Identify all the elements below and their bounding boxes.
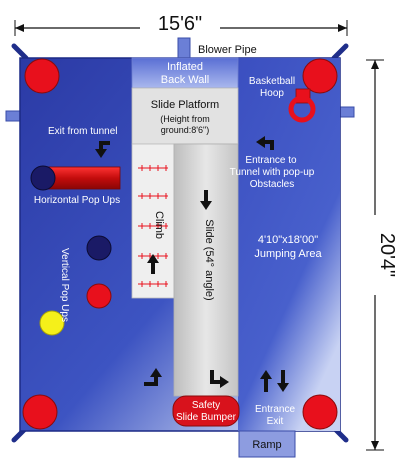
blower-pipe: [177, 37, 191, 59]
slide-down-arrow: [200, 190, 212, 210]
platform-height-label-2: ground:8'6"): [161, 125, 209, 135]
ramp-label: Ramp: [252, 439, 281, 451]
entrance-tunnel-label-3: Obstacles: [250, 179, 294, 190]
safety-bumper-label-2: Slide Bumper: [176, 412, 237, 423]
horizontal-pop-up-tube: [44, 166, 121, 190]
climb-rungs: [138, 167, 168, 285]
blower-pipe-label: Blower Pipe: [198, 44, 257, 56]
slide-platform-label: Slide Platform: [151, 99, 219, 111]
jumping-area: [238, 58, 340, 431]
left-side-tube: [5, 110, 21, 122]
exit-label: Exit: [267, 416, 284, 427]
climb-rung-steps: [141, 165, 167, 287]
entrance-tunnel-label-2: Tunnel with pop-up: [230, 167, 315, 178]
vertical-pop-up-red: [86, 283, 112, 309]
horizontal-pop-ups-label: Horizontal Pop Ups: [34, 195, 120, 206]
back-wall-label-2: Back Wall: [161, 74, 210, 86]
jumping-area-label: Jumping Area: [254, 248, 322, 260]
height-dimension: 20'4": [364, 59, 398, 451]
safety-bumper-label-1: Safety: [192, 400, 220, 411]
corner-pillar-top-left: [24, 58, 60, 94]
height-label: 20'4": [376, 233, 398, 277]
platform-height-label-1: (Height from: [160, 114, 210, 124]
back-wall-label-1: Inflated: [167, 61, 203, 73]
corner-pillar-bottom-right: [302, 394, 338, 430]
exit-down-arrow: [277, 370, 289, 392]
slide: [173, 143, 239, 397]
exit-from-tunnel-label: Exit from tunnel: [48, 126, 117, 137]
entrance-up-arrow: [260, 370, 272, 392]
corner-pillar-bottom-left: [22, 394, 58, 430]
entrance-tunnel-arrow: [256, 136, 274, 150]
entrance-label: Entrance: [255, 404, 295, 415]
basketball-hoop-label-1: Basketball: [249, 76, 295, 87]
slide-exit-arrow: [210, 370, 229, 388]
climb-up-arrow: [147, 254, 159, 274]
width-dimension: 15'6": [14, 13, 348, 36]
vertical-pop-ups-label: Vertical Pop Ups: [59, 248, 70, 322]
vertical-pop-up-yellow: [39, 310, 65, 336]
basketball-hoop-label-2: Hoop: [260, 88, 284, 99]
climb-label: Climb: [153, 211, 165, 239]
horizontal-pop-up-end: [30, 165, 56, 191]
right-side-tube: [339, 106, 355, 118]
basketball-hoop-icon: [288, 88, 316, 123]
exit-tunnel-arrow: [95, 141, 110, 158]
safety-slide-bumper: [172, 395, 240, 427]
slide-label: Slide (54° angle): [203, 219, 215, 300]
floor-turn-arrow: [144, 368, 162, 386]
corner-pillar-top-right: [302, 58, 338, 94]
entrance-tunnel-label-1: Entrance to: [245, 155, 297, 166]
entrance-ramp: [238, 430, 296, 458]
jumping-area-size-label: 4'10"x18'00": [258, 234, 318, 246]
vertical-pop-up-navy: [86, 235, 112, 261]
climb-wall: [131, 143, 175, 299]
width-label: 15'6": [158, 13, 202, 35]
